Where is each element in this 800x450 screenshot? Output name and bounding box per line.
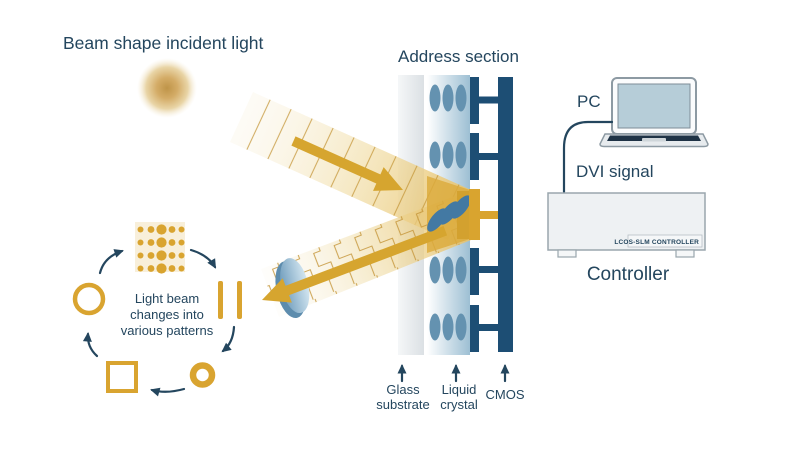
controller-label: Controller xyxy=(587,264,670,285)
tilted-molecules-active-pixel xyxy=(427,195,471,232)
incident-arrow xyxy=(291,136,403,191)
arrow-ring-to-square xyxy=(150,387,186,397)
beam-shape-title: Beam shape incident light xyxy=(63,33,264,53)
arrow-bars-to-ring xyxy=(221,325,236,353)
active-electrode xyxy=(469,189,480,240)
pattern-cycle: Light beam changes into various patterns xyxy=(72,222,242,397)
cycle-caption-line2: changes into xyxy=(130,307,204,322)
liquid-label-line1: Liquid xyxy=(442,382,477,397)
pixel-electrodes xyxy=(470,77,498,352)
glass-label-line2: substrate xyxy=(376,397,429,412)
sun-icon xyxy=(137,58,197,118)
cycle-caption-line3: various patterns xyxy=(121,323,214,338)
glass-label-line1: Glass xyxy=(386,382,420,397)
laptop-icon xyxy=(599,77,709,148)
arrow-circle-to-dots xyxy=(98,249,124,275)
controller-foot-left xyxy=(557,249,577,258)
cycle-caption-line1: Light beam xyxy=(135,291,199,306)
double-bars-pattern xyxy=(218,281,242,319)
controller-box-label: LCOS-SLM CONTROLLER xyxy=(614,239,699,246)
cycle-arrows xyxy=(82,248,236,397)
cmos-backplane xyxy=(498,77,513,352)
active-electrode-connector xyxy=(480,211,498,219)
dvi-cable xyxy=(562,120,614,194)
cmos-label: CMOS xyxy=(486,387,525,402)
square-pattern xyxy=(106,361,138,393)
ring-pattern xyxy=(189,362,216,388)
arrow-square-to-circle xyxy=(82,332,99,358)
arrow-dots-to-bars xyxy=(189,248,217,269)
liquid-label-line2: crystal xyxy=(440,397,478,412)
controller-foot-right xyxy=(675,249,695,258)
controller-box-icon: LCOS-SLM CONTROLLER xyxy=(547,192,706,258)
dvi-signal-label: DVI signal xyxy=(576,162,653,181)
address-section-label: Address section xyxy=(398,47,519,66)
liquid-crystal-molecules xyxy=(429,84,467,341)
dot-matrix-pattern xyxy=(135,222,185,274)
pc-label: PC xyxy=(577,92,601,111)
reflected-arrow xyxy=(262,226,448,303)
circle-pattern xyxy=(72,282,106,316)
layer-label-arrows xyxy=(397,364,510,383)
cmos-layer xyxy=(469,77,513,352)
